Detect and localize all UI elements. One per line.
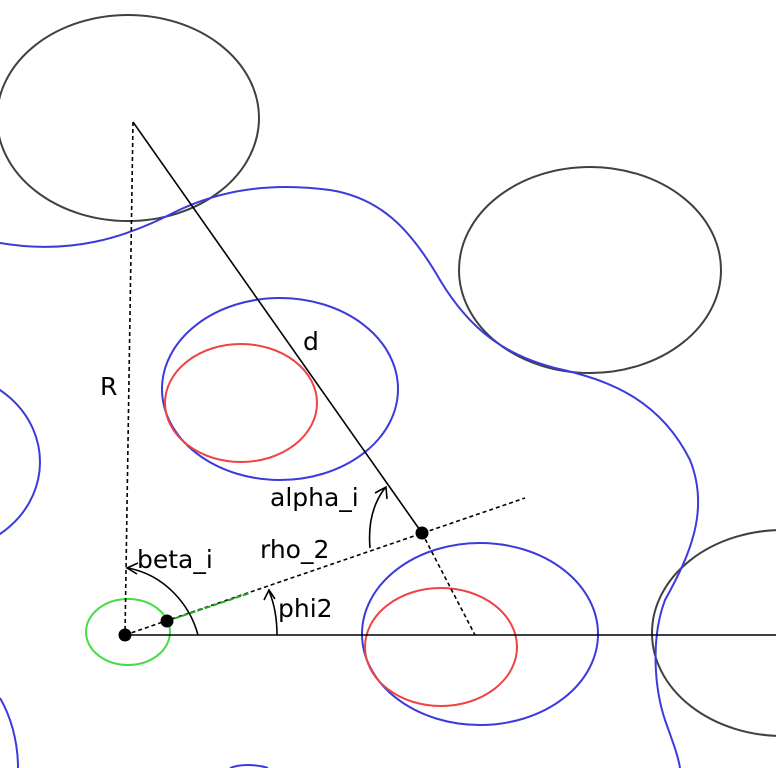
red-circle-upper	[164, 343, 318, 463]
blue-circles	[0, 297, 599, 768]
red-circle-lower	[364, 587, 518, 707]
robot-point	[160, 614, 174, 628]
phi2-arc	[268, 590, 278, 636]
projection-point	[415, 526, 429, 540]
label-d: d	[303, 327, 319, 356]
phi2-arrowhead	[263, 588, 276, 601]
solid-lines	[125, 121, 776, 636]
dashed-extension	[421, 532, 476, 636]
label-rho-2: rho_2	[260, 535, 329, 564]
alpha-arrowhead	[374, 485, 388, 500]
blue-arc-bottom	[229, 764, 269, 768]
distance-line-d	[132, 121, 423, 534]
blue-arc-bottom-left	[0, 697, 19, 768]
label-beta-i: beta_i	[137, 545, 213, 574]
blue-circle-upper	[161, 297, 399, 481]
obstacle-circles	[0, 14, 776, 737]
beta-arc	[127, 567, 199, 636]
red-circles	[164, 343, 518, 707]
beta-arrowhead	[125, 562, 139, 575]
obstacle-right	[458, 166, 722, 374]
blue-circle-lower	[361, 542, 599, 726]
angle-arcs	[125, 485, 388, 636]
label-R: R	[100, 372, 117, 401]
alpha-arc	[368, 487, 386, 549]
radius-line-R	[124, 121, 134, 636]
obstacle-bottom-right	[651, 529, 776, 737]
origin-point	[118, 628, 132, 642]
obstacle-top-left	[0, 14, 260, 222]
label-phi2: phi2	[278, 594, 333, 623]
boundary-curve	[0, 185, 700, 768]
green-segment	[166, 592, 251, 622]
label-alpha-i: alpha_i	[270, 483, 359, 512]
blue-circle-left-edge	[0, 388, 41, 536]
robot-circle	[85, 598, 171, 666]
points	[118, 526, 429, 642]
